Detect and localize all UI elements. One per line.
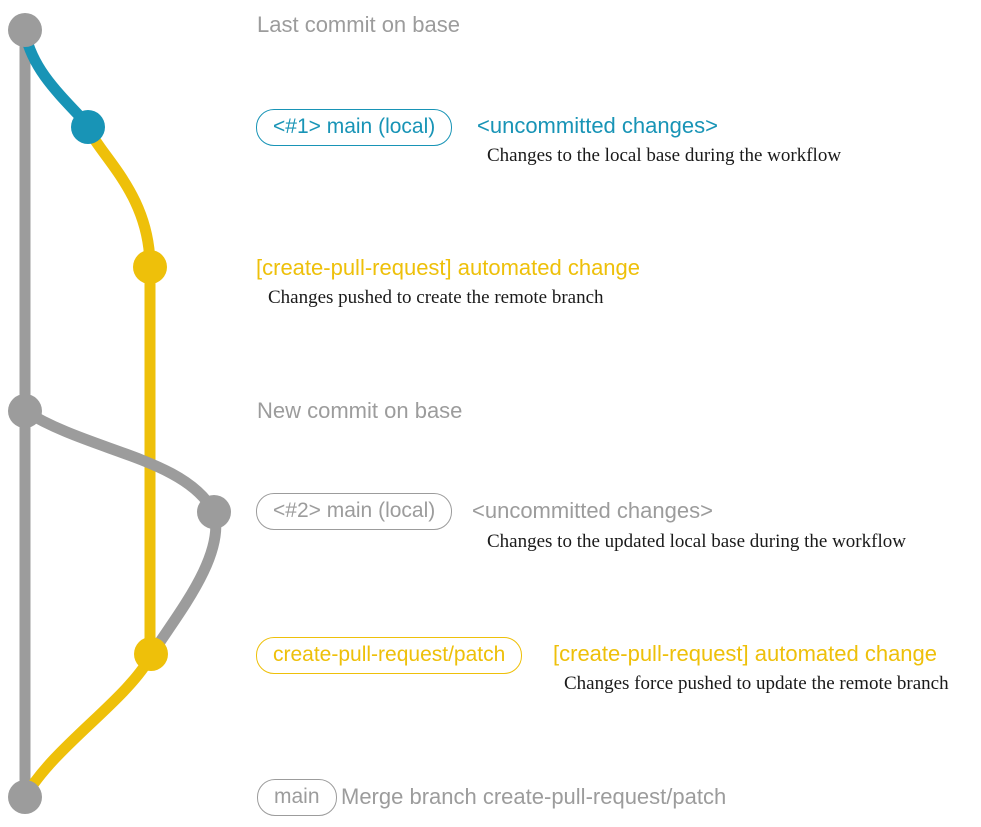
commit-node-automated-change-1 bbox=[133, 250, 167, 284]
desc-force-push: Changes force pushed to update the remot… bbox=[564, 673, 949, 694]
note-uncommitted-1: <uncommitted changes> bbox=[477, 113, 718, 138]
note-uncommitted-2: <uncommitted changes> bbox=[472, 498, 713, 523]
heading-automated-change-1: [create-pull-request] automated change bbox=[256, 255, 641, 280]
edge-local-uncommitted-2 bbox=[147, 510, 222, 657]
branch-badge-patch: create-pull-request/patch bbox=[256, 637, 523, 674]
desc-local-base-2: Changes to the updated local base during… bbox=[487, 531, 906, 552]
commit-node-automated-change-2 bbox=[134, 637, 168, 671]
commit-node-main-local-2 bbox=[197, 495, 231, 529]
branch-badge-main: main bbox=[257, 779, 337, 816]
commit-node-last-base bbox=[8, 13, 42, 47]
edge-local-uncommitted-1 bbox=[19, 31, 93, 129]
branch-badge-main-1: <#1> main (local) bbox=[256, 109, 453, 146]
heading-new-commit: New commit on base bbox=[257, 398, 463, 423]
heading-automated-change-2: [create-pull-request] automated change bbox=[553, 641, 938, 666]
edge-updated-base bbox=[22, 406, 219, 515]
commit-node-new-base bbox=[8, 394, 42, 428]
commit-node-main-local-1 bbox=[71, 110, 105, 144]
edge-merge-to-main bbox=[20, 651, 157, 800]
desc-push-create: Changes pushed to create the remote bran… bbox=[268, 287, 604, 308]
edge-push-to-remote bbox=[83, 125, 156, 268]
commit-node-merge bbox=[8, 780, 42, 814]
merge-commit-message: Merge branch create-pull-request/patch bbox=[341, 784, 727, 809]
branch-badge-main-2: <#2> main (local) bbox=[256, 493, 453, 530]
heading-last-commit: Last commit on base bbox=[257, 12, 460, 37]
desc-local-base-1: Changes to the local base during the wor… bbox=[487, 145, 842, 166]
